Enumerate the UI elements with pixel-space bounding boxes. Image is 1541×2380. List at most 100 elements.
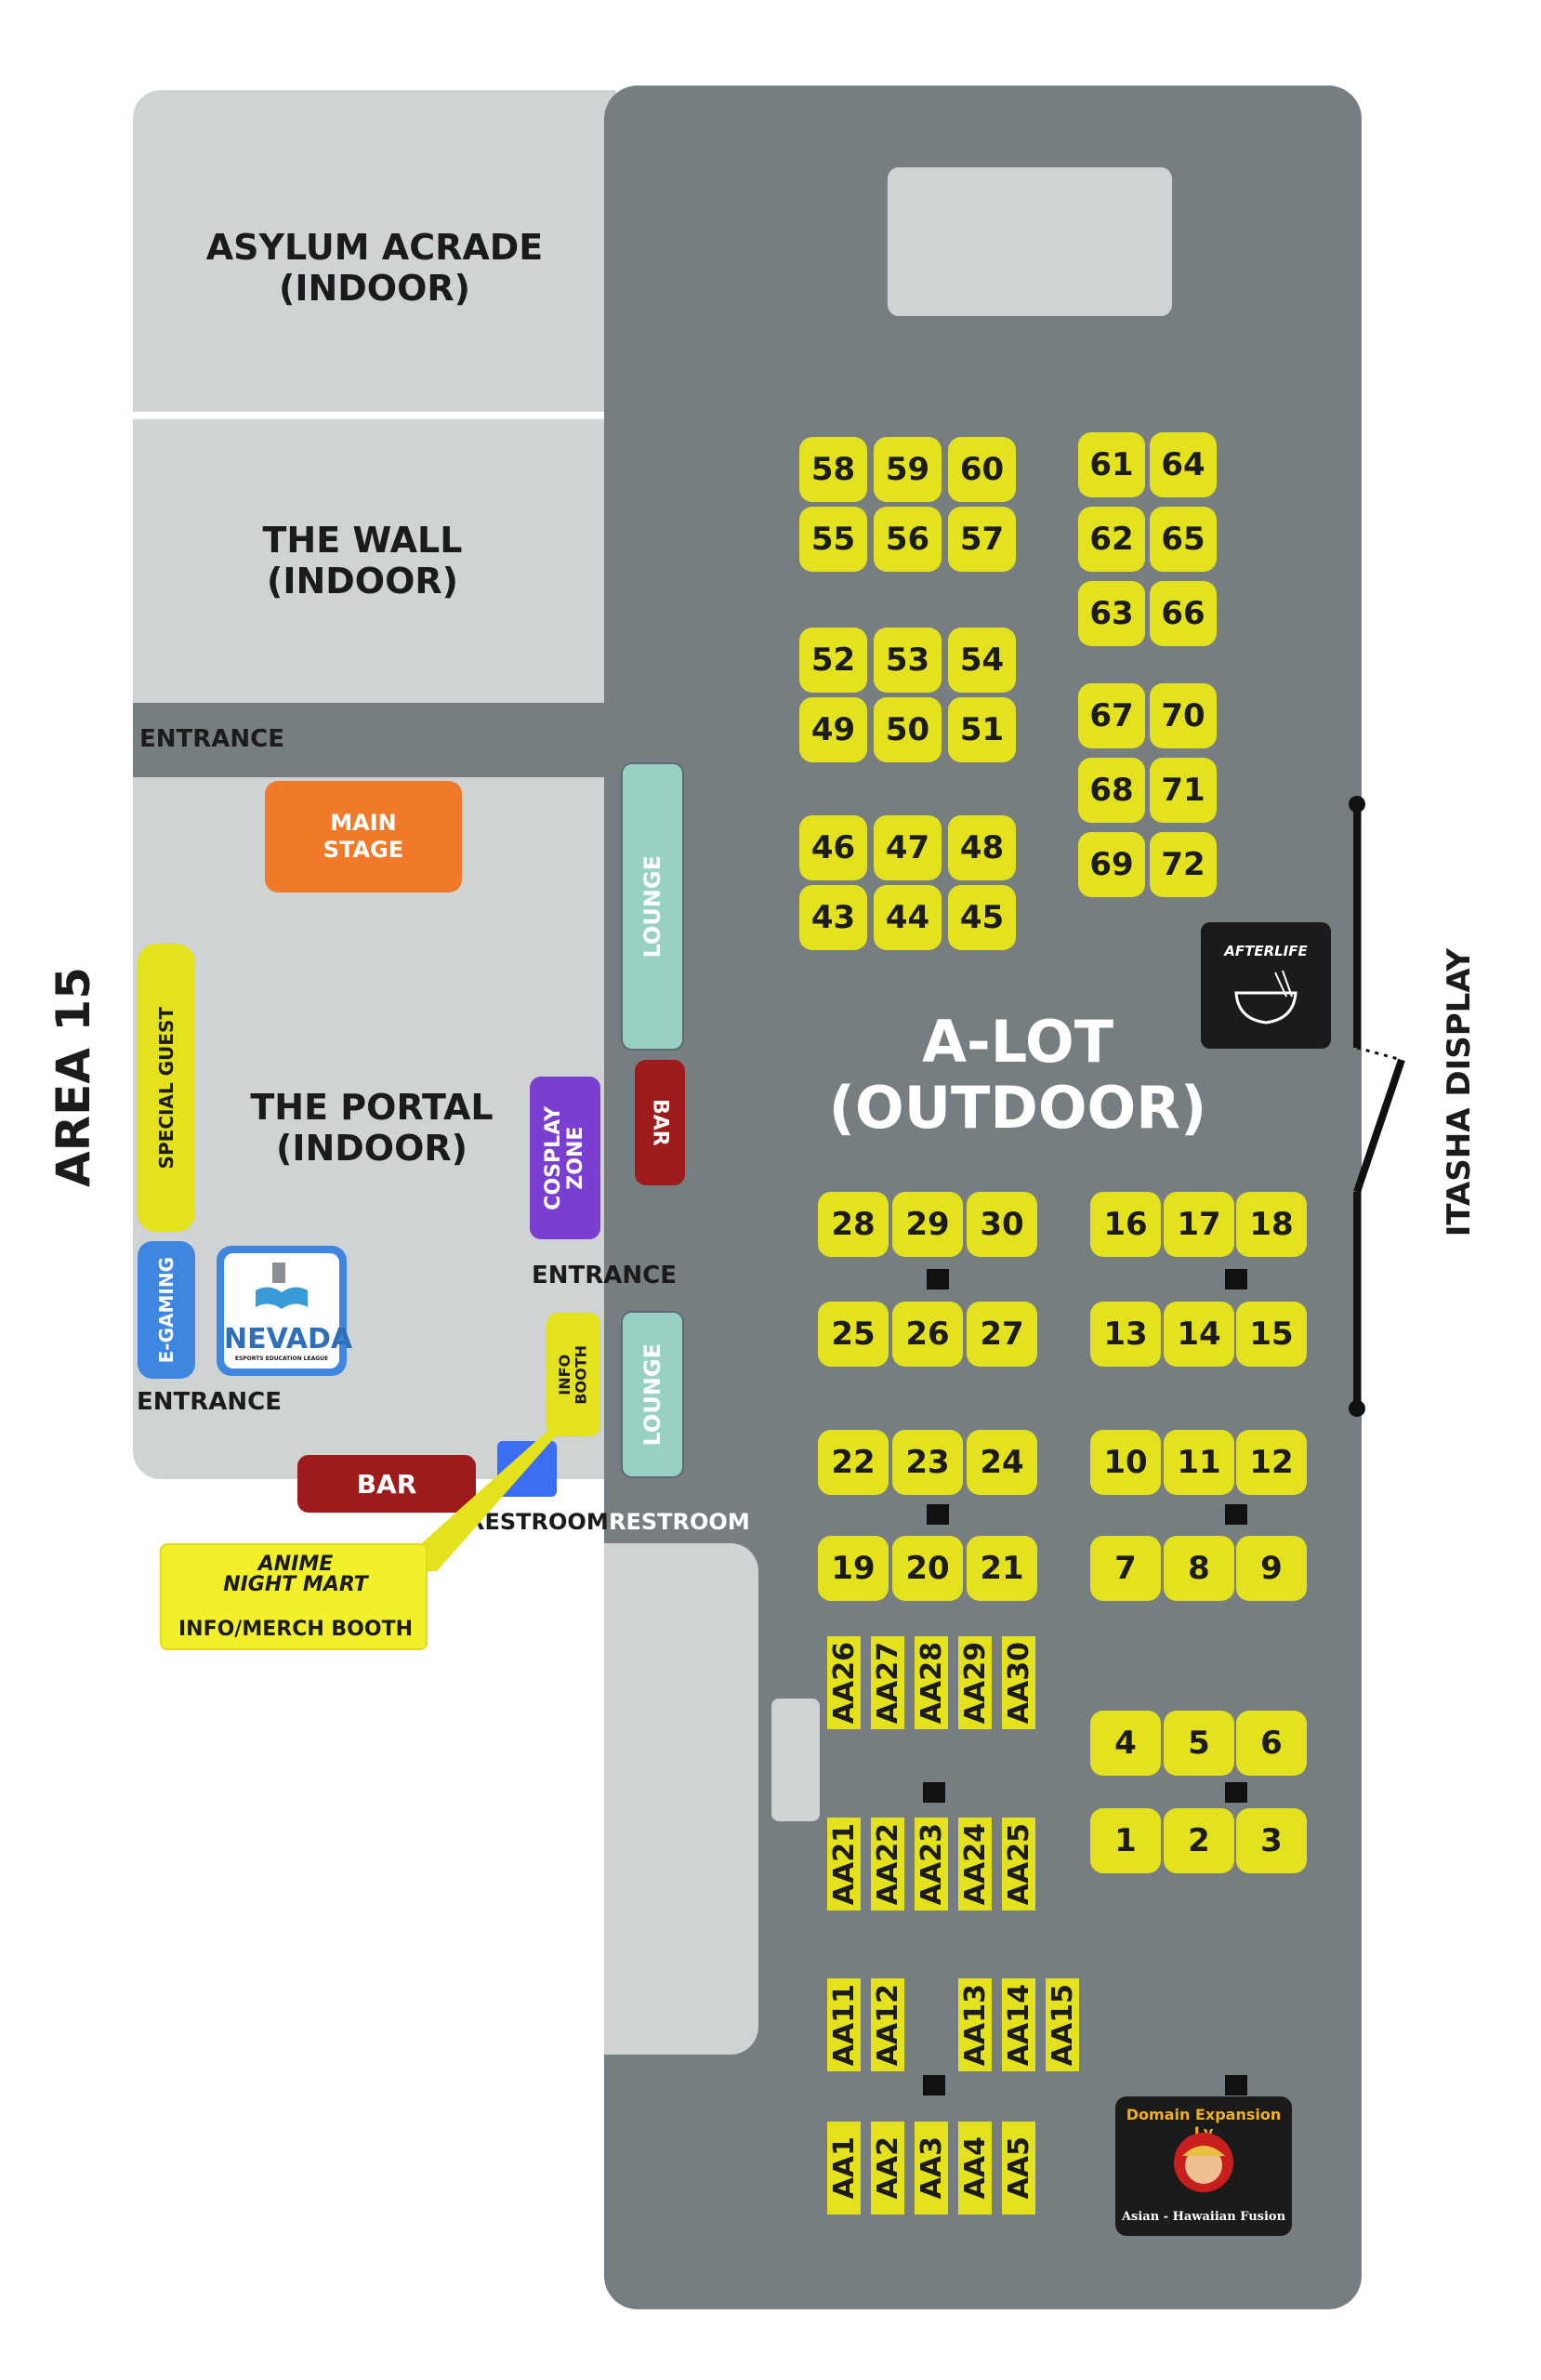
booth-53[interactable]: 53	[874, 628, 942, 693]
outdoor-structure-left	[604, 1543, 758, 2055]
booth-50[interactable]: 50	[874, 697, 942, 762]
asylum-arcade-zone[interactable]	[133, 90, 616, 412]
booth-67[interactable]: 67	[1078, 683, 1145, 748]
booth-aa12[interactable]: AA12	[871, 1978, 904, 2071]
booth-54[interactable]: 54	[948, 628, 1016, 693]
booth-aa26[interactable]: AA26	[827, 1636, 861, 1729]
lamp-marker	[923, 1782, 945, 1803]
booth-49[interactable]: 49	[799, 697, 867, 762]
booth-aa22[interactable]: AA22	[871, 1818, 904, 1911]
booth-23[interactable]: 23	[892, 1430, 963, 1495]
booth-aa14[interactable]: AA14	[1002, 1978, 1035, 2071]
booth-30[interactable]: 30	[967, 1192, 1037, 1257]
booth-aa21[interactable]: AA21	[827, 1818, 861, 1911]
booth-22[interactable]: 22	[818, 1430, 889, 1495]
the-wall-zone[interactable]	[133, 419, 616, 703]
booth-66[interactable]: 66	[1150, 581, 1217, 646]
booth-18[interactable]: 18	[1236, 1192, 1307, 1257]
cosplay-zone[interactable]: COSPLAY ZONE	[530, 1077, 600, 1239]
booth-aa29[interactable]: AA29	[958, 1636, 992, 1729]
booth-1[interactable]: 1	[1090, 1808, 1161, 1873]
restroom-label-right: RESTROOM	[609, 1509, 750, 1535]
special-guest-area[interactable]: SPECIAL GUEST	[138, 944, 195, 1232]
booth-aa4[interactable]: AA4	[958, 2122, 992, 2215]
booth-aa15[interactable]: AA15	[1046, 1978, 1079, 2071]
booth-14[interactable]: 14	[1164, 1302, 1234, 1367]
booth-19[interactable]: 19	[818, 1536, 889, 1601]
booth-aa1[interactable]: AA1	[827, 2122, 861, 2215]
lounge-bottom[interactable]: LOUNGE	[621, 1311, 684, 1478]
booth-aa24[interactable]: AA24	[958, 1818, 992, 1911]
booth-5[interactable]: 5	[1164, 1711, 1234, 1776]
booth-17[interactable]: 17	[1164, 1192, 1234, 1257]
info-booth[interactable]: INFO BOOTH	[547, 1313, 600, 1436]
booth-8[interactable]: 8	[1164, 1536, 1234, 1601]
booth-16[interactable]: 16	[1090, 1192, 1161, 1257]
afterlife-logo: AFTERLIFE	[1201, 922, 1331, 1049]
booth-43[interactable]: 43	[799, 885, 867, 950]
info-merch-callout[interactable]: ANIME NIGHT MART INFO/MERCH BOOTH	[160, 1543, 428, 1650]
booth-aa5[interactable]: AA5	[1002, 2122, 1035, 2215]
booth-aa30[interactable]: AA30	[1002, 1636, 1035, 1729]
booth-46[interactable]: 46	[799, 815, 867, 880]
e-gaming-area[interactable]: E-GAMING	[138, 1241, 195, 1379]
booth-44[interactable]: 44	[874, 885, 942, 950]
booth-56[interactable]: 56	[874, 507, 942, 572]
booth-68[interactable]: 68	[1078, 758, 1145, 823]
booth-69[interactable]: 69	[1078, 832, 1145, 897]
booth-15[interactable]: 15	[1236, 1302, 1307, 1367]
booth-62[interactable]: 62	[1078, 507, 1145, 572]
booth-13[interactable]: 13	[1090, 1302, 1161, 1367]
nevada-logo-sub: ESPORTS EDUCATION LEAGUE	[234, 1355, 329, 1362]
booth-47[interactable]: 47	[874, 815, 942, 880]
booth-59[interactable]: 59	[874, 437, 942, 502]
booth-aa3[interactable]: AA3	[915, 2122, 948, 2215]
booth-7[interactable]: 7	[1090, 1536, 1161, 1601]
booth-aa13[interactable]: AA13	[958, 1978, 992, 2071]
booth-27[interactable]: 27	[967, 1302, 1037, 1367]
booth-28[interactable]: 28	[818, 1192, 889, 1257]
booth-58[interactable]: 58	[799, 437, 867, 502]
booth-6[interactable]: 6	[1236, 1711, 1307, 1776]
booth-51[interactable]: 51	[948, 697, 1016, 762]
bar-vertical[interactable]: BAR	[635, 1060, 685, 1185]
booth-2[interactable]: 2	[1164, 1808, 1234, 1873]
booth-55[interactable]: 55	[799, 507, 867, 572]
booth-12[interactable]: 12	[1236, 1430, 1307, 1495]
booth-3[interactable]: 3	[1236, 1808, 1307, 1873]
booth-63[interactable]: 63	[1078, 581, 1145, 646]
booth-45[interactable]: 45	[948, 885, 1016, 950]
booth-61[interactable]: 61	[1078, 432, 1145, 497]
bar-horizontal[interactable]: BAR	[297, 1455, 476, 1513]
main-stage[interactable]: MAIN STAGE	[265, 781, 462, 892]
booth-aa2[interactable]: AA2	[871, 2122, 904, 2215]
booth-aa25[interactable]: AA25	[1002, 1818, 1035, 1911]
booth-aa28[interactable]: AA28	[915, 1636, 948, 1729]
booth-aa27[interactable]: AA27	[871, 1636, 904, 1729]
lamp-marker	[927, 1504, 949, 1525]
lounge-top[interactable]: LOUNGE	[621, 762, 684, 1051]
booth-aa23[interactable]: AA23	[915, 1818, 948, 1911]
booth-aa11[interactable]: AA11	[827, 1978, 861, 2071]
booth-11[interactable]: 11	[1164, 1430, 1234, 1495]
booth-64[interactable]: 64	[1150, 432, 1217, 497]
booth-57[interactable]: 57	[948, 507, 1016, 572]
booth-24[interactable]: 24	[967, 1430, 1037, 1495]
booth-26[interactable]: 26	[892, 1302, 963, 1367]
booth-29[interactable]: 29	[892, 1192, 963, 1257]
booth-9[interactable]: 9	[1236, 1536, 1307, 1601]
booth-20[interactable]: 20	[892, 1536, 963, 1601]
booth-65[interactable]: 65	[1150, 507, 1217, 572]
booth-25[interactable]: 25	[818, 1302, 889, 1367]
booth-10[interactable]: 10	[1090, 1430, 1161, 1495]
booth-60[interactable]: 60	[948, 437, 1016, 502]
booth-4[interactable]: 4	[1090, 1711, 1161, 1776]
booth-48[interactable]: 48	[948, 815, 1016, 880]
booth-70[interactable]: 70	[1150, 683, 1217, 748]
entrance-label-left: ENTRANCE	[137, 1388, 282, 1416]
booth-52[interactable]: 52	[799, 628, 867, 693]
booth-71[interactable]: 71	[1150, 758, 1217, 823]
booth-72[interactable]: 72	[1150, 832, 1217, 897]
booth-21[interactable]: 21	[967, 1536, 1037, 1601]
